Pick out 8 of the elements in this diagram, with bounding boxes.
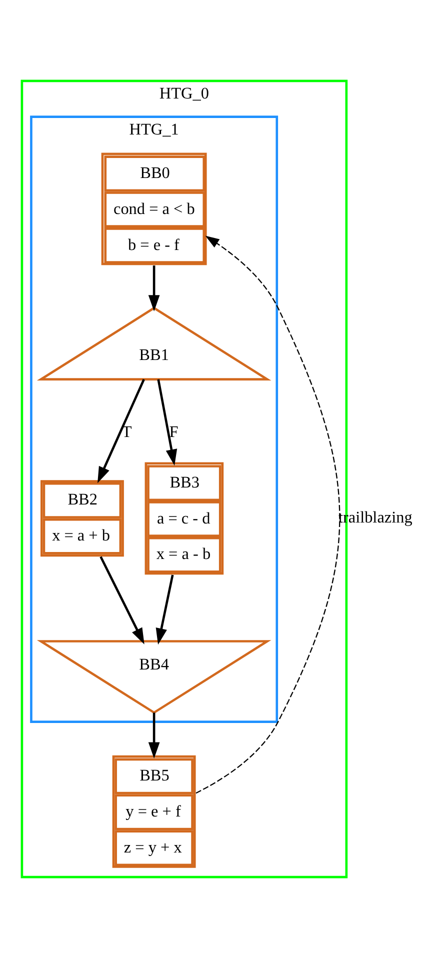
arrow xyxy=(157,378,178,466)
arrow xyxy=(196,235,340,794)
arrow xyxy=(148,712,160,758)
arrow xyxy=(98,378,145,483)
edge-label: F xyxy=(169,422,178,440)
arrow xyxy=(156,574,174,644)
arrow xyxy=(148,265,160,311)
arrow xyxy=(100,556,144,644)
